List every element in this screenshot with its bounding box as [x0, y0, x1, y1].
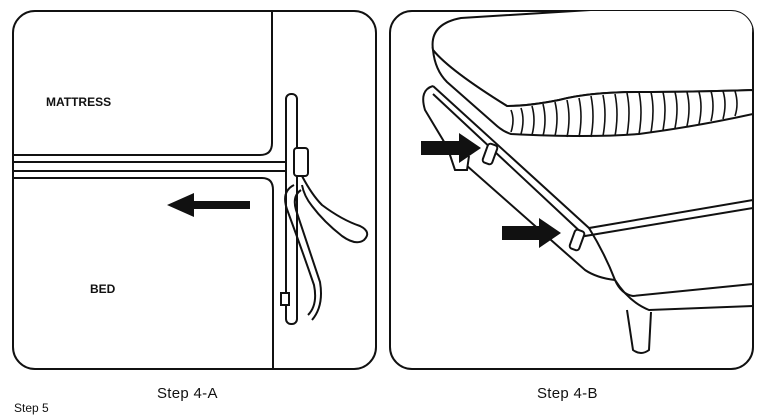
step-4b-illustration	[389, 10, 754, 370]
step-4a-caption: Step 4-A	[157, 385, 218, 402]
mattress-label: MATTRESS	[46, 95, 111, 109]
strap-clip	[294, 148, 308, 176]
panel-frame	[13, 11, 376, 369]
step-4b-panel	[389, 10, 754, 370]
buckle	[281, 293, 289, 305]
next-step-heading: Step 5	[14, 401, 49, 415]
step-4b-caption: Step 4-B	[537, 385, 598, 402]
bed-label: BED	[90, 282, 116, 296]
step-4a-illustration: MATTRESS BED	[12, 10, 377, 370]
step-4a-panel: MATTRESS BED	[12, 10, 377, 370]
